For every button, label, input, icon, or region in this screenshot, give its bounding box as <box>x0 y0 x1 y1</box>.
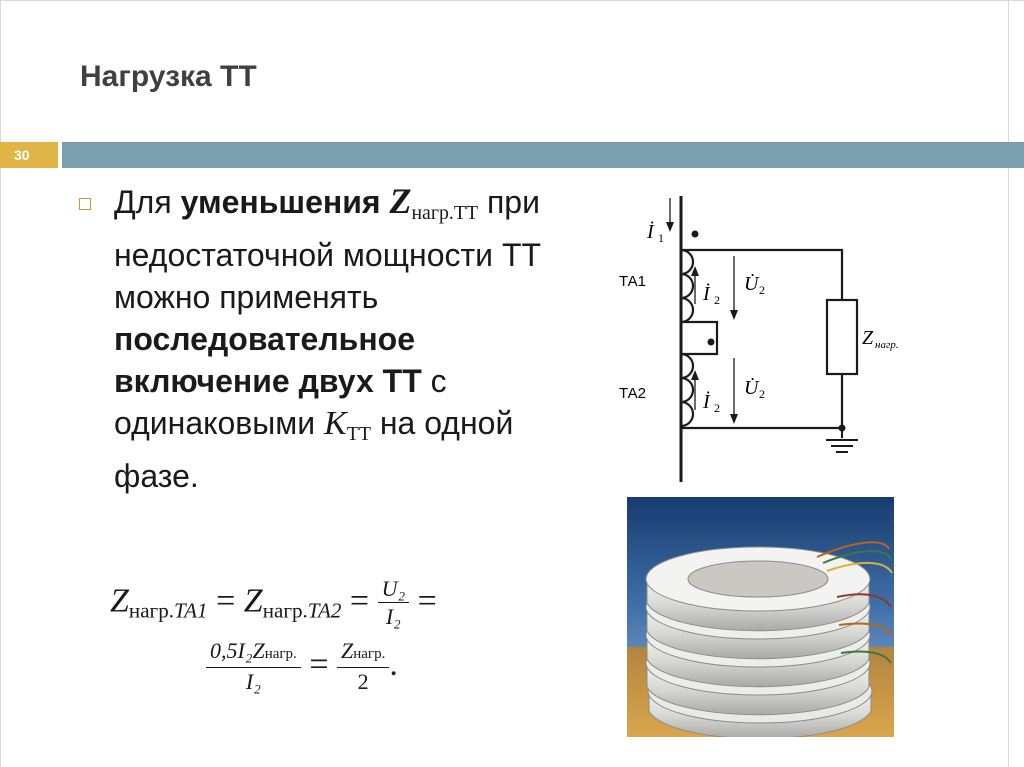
u2a-arrowhead <box>730 310 738 320</box>
math-z-sub: нагр.ТТ <box>411 201 479 224</box>
formula-z2-sub: нагр. <box>262 598 308 623</box>
label-u2a-sub: 2 <box>759 283 765 297</box>
bold-segment: последовательное включение двух ТТ <box>114 320 422 399</box>
fraction-denominator: I₂ <box>206 667 301 696</box>
series-link <box>681 320 719 356</box>
label-zload: Z <box>862 327 874 349</box>
label-i2a: İ <box>702 282 711 305</box>
label-u2b: U̇ <box>744 376 760 399</box>
fraction-denominator: 2 <box>337 667 390 696</box>
fraction-numerator-main: Z <box>341 638 354 663</box>
label-i1-sub: 1 <box>658 231 664 245</box>
fraction-numerator: Zнагр. <box>337 638 389 667</box>
fraction-numerator: 0,5I₂Zнагр. <box>206 638 301 667</box>
fraction-05i2z-i2: 0,5I₂Zнагр.I₂ <box>206 638 301 696</box>
slide-number: 30 <box>0 142 58 168</box>
formula-line-2: 0,5I₂Zнагр.I₂ = Zнагр.2. <box>206 638 398 696</box>
bullet-square-icon <box>79 198 91 210</box>
polarity-dot-2 <box>707 338 715 346</box>
label-ta1: ТА1 <box>619 273 646 290</box>
math-k: K <box>324 404 347 442</box>
formula-eq: = <box>300 645 337 683</box>
text-segment: при недостаточной мощности ТТ можно прим… <box>114 184 542 315</box>
polarity-dot-1 <box>691 230 699 238</box>
fraction-numerator: U₂ <box>381 576 406 601</box>
i2b-arrowhead <box>691 370 699 380</box>
ring-stack <box>645 546 873 737</box>
formula-eq: = <box>409 582 437 620</box>
u2b-arrowhead <box>730 414 738 424</box>
math-z: Z <box>389 181 412 221</box>
fraction-z-2: Zнагр.2 <box>337 638 390 696</box>
label-u2a: U̇ <box>744 272 760 295</box>
formula-eq: = <box>207 582 244 620</box>
label-i1: İ <box>646 220 655 243</box>
ta2-coil <box>680 352 695 428</box>
load-resistor <box>825 298 859 376</box>
formula-z1: Z <box>110 582 129 620</box>
formula-z1-sub-it: TA1 <box>174 598 208 623</box>
page-title: Нагрузка ТТ <box>80 60 257 93</box>
label-i2b-sub: 2 <box>714 401 720 415</box>
formula-end: . <box>389 645 398 683</box>
fraction-numerator-sub: нагр. <box>264 646 297 662</box>
header-bar <box>62 142 1024 168</box>
i2a-arrowhead <box>691 266 699 276</box>
frame-line-right <box>1008 0 1009 767</box>
i1-arrowhead <box>666 222 674 232</box>
transformer-photo <box>627 497 894 737</box>
label-u2b-sub: 2 <box>759 387 765 401</box>
lead-wires <box>816 541 893 664</box>
frame-line-left <box>0 0 1 767</box>
formula-z1-sub: нагр. <box>128 598 175 623</box>
text-segment: Для <box>114 184 181 220</box>
bold-segment: уменьшения <box>180 184 390 220</box>
label-ta2: ТА2 <box>619 385 646 402</box>
formula-z2: Z <box>243 582 263 620</box>
text-segment: с одинаковыми <box>114 362 447 441</box>
text-segment: на одной фазе. <box>114 404 514 494</box>
label-i2a-sub: 2 <box>714 293 720 307</box>
fraction-numerator-main: 0,5I₂Z <box>210 638 265 663</box>
label-zload-sub: нагр. <box>875 339 899 351</box>
frame-line-top <box>0 0 1024 1</box>
formula-z2-sub-it: TA2 <box>307 598 342 623</box>
ta1-coil <box>680 248 695 324</box>
formula-eq: = <box>341 582 378 620</box>
circuit-diagram: İ 1 Z нагр. ТА1 ТА2 İ 2 U̇ 2 İ 2 U̇ 2 <box>619 196 899 482</box>
bullet-text: Для уменьшения Zнагр.ТТ при недостаточно… <box>114 180 584 497</box>
fraction-numerator-sub: нагр. <box>353 646 386 662</box>
fraction-denominator: I₂ <box>377 602 410 631</box>
math-k-sub: ТТ <box>346 422 371 445</box>
label-i2b: İ <box>702 390 711 413</box>
